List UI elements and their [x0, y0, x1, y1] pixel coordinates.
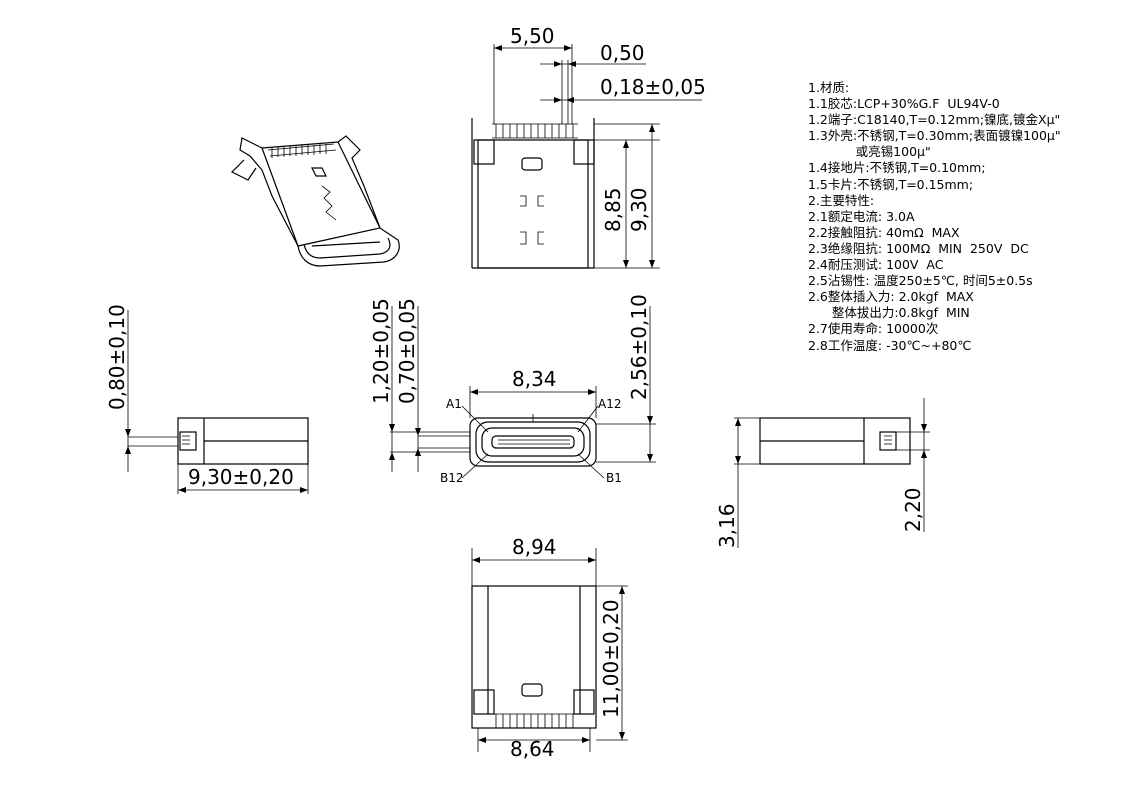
- pin-label-a12: A12: [598, 397, 621, 411]
- right-side-view: 3,16 2,20: [715, 398, 930, 548]
- dim-bottom-w1: 8,94: [512, 535, 557, 559]
- spec-line: 1.2端子:C18140,T=0.12mm;镍底,镀金Xμ": [808, 112, 1061, 128]
- dim-left-thk: 0,80±0,10: [105, 304, 129, 410]
- spec-line: 1.4接地片:不锈钢,T=0.10mm;: [808, 160, 986, 176]
- dim-right-h2: 2,20: [901, 487, 925, 532]
- bottom-view: 8,94 8,64 11,00±0,20: [471, 535, 628, 761]
- spec-line: 2.7使用寿命: 10000次: [808, 321, 939, 337]
- dim-bottom-w2: 8,64: [510, 737, 555, 761]
- left-side-view: 0,80±0,10 9,30±0,20: [105, 304, 309, 494]
- dim-top-pin: 0,50: [600, 41, 645, 65]
- dim-front-w: 8,34: [512, 367, 557, 391]
- pin-label-a1: A1: [446, 397, 462, 411]
- spec-line: 2.1额定电流: 3.0A: [808, 208, 915, 224]
- spec-line: 1.5卡片:不锈钢,T=0.15mm;: [808, 176, 974, 192]
- pin-label-b1: B1: [606, 471, 622, 485]
- spec-line: 2.6整体插入力: 2.0kgf MAX: [808, 289, 974, 305]
- pin-label-b12: B12: [440, 471, 464, 485]
- dim-left-len: 9,30±0,20: [188, 465, 294, 489]
- dim-top-pin-tol: 0,18±0,05: [600, 75, 706, 99]
- spec-line: 整体拔出力:0.8kgf MIN: [808, 305, 970, 321]
- dim-front-h2: 0,70±0,05: [395, 298, 419, 404]
- dim-right-h1: 3,16: [715, 503, 739, 548]
- isometric-view: [230, 135, 400, 267]
- spec-line: 或亮锡100μ": [808, 144, 931, 160]
- spec-line: 2.8工作温度: -30℃~+80℃: [808, 337, 972, 353]
- top-view: 5,50 0,50 0,18±0,05 8,85 9,30: [471, 24, 706, 269]
- spec-notes: 1.材质: 1.1胶芯:LCP+30%G.F UL94V-0 1.2端子:C18…: [808, 80, 1118, 354]
- spec-line: 2.主要特性:: [808, 192, 875, 208]
- spec-line: 2.4耐压测试: 100V AC: [808, 257, 944, 273]
- dim-front-h3: 2,56±0,10: [627, 294, 651, 400]
- spec-line: 1.1胶芯:LCP+30%G.F UL94V-0: [808, 96, 1000, 112]
- dim-top-width: 5,50: [510, 24, 555, 48]
- front-view: A1 A12 B12 B1 8,34 1,20±0,05 0,70±0,05 2…: [369, 294, 656, 485]
- spec-line: 2.2接触阻抗: 40mΩ MAX: [808, 224, 960, 240]
- spec-line: 2.3绝缘阻抗: 100MΩ MIN 250V DC: [808, 240, 1029, 256]
- dim-top-h1: 8,85: [601, 187, 625, 232]
- dim-bottom-h: 11,00±0,20: [599, 599, 623, 718]
- spec-line: 2.5沾锡性: 温度250±5℃, 时间5±0.5s: [808, 273, 1033, 289]
- dim-front-h1: 1,20±0,05: [369, 298, 393, 404]
- spec-line: 1.材质:: [808, 80, 850, 95]
- spec-line: 1.3外壳:不锈钢,T=0.30mm;表面镀镍100μ": [808, 128, 1061, 144]
- dim-top-h2: 9,30: [627, 187, 651, 232]
